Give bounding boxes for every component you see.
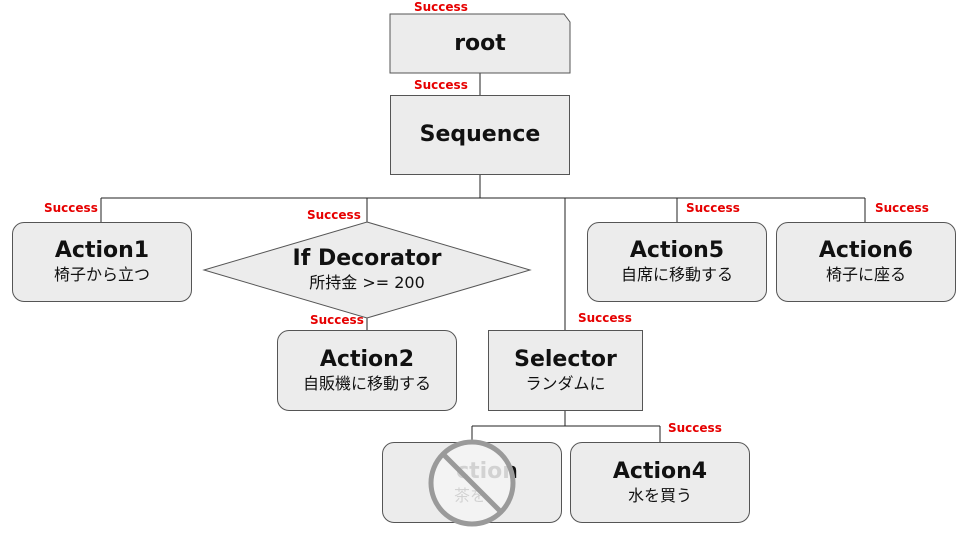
- action6-title: Action6: [818, 238, 914, 263]
- root-node[interactable]: root: [390, 14, 570, 73]
- status-decorator: Success: [307, 208, 361, 222]
- action4-node[interactable]: Action4 水を買う: [570, 442, 750, 523]
- decorator-diamond: [202, 221, 532, 319]
- action1-node[interactable]: Action1 椅子から立つ: [12, 222, 192, 302]
- prohibited-icon: [428, 439, 516, 527]
- action5-title: Action5: [629, 238, 725, 263]
- action1-title: Action1: [54, 238, 150, 263]
- status-action1: Success: [44, 201, 98, 215]
- sequence-node[interactable]: Sequence: [390, 95, 570, 175]
- decorator-node[interactable]: If Decorator 所持金 >= 200: [230, 240, 504, 300]
- action5-node[interactable]: Action5 自席に移動する: [587, 222, 767, 302]
- action6-subtitle: 椅子に座る: [825, 265, 906, 284]
- action2-subtitle: 自販機に移動する: [302, 373, 431, 393]
- status-action2: Success: [310, 313, 364, 327]
- status-selector: Success: [578, 311, 632, 325]
- action4-subtitle: 水を買う: [627, 485, 692, 505]
- status-action5: Success: [686, 201, 740, 215]
- action1-subtitle: 椅子から立つ: [53, 265, 150, 284]
- status-action4: Success: [668, 421, 722, 435]
- action6-node[interactable]: Action6 椅子に座る: [776, 222, 956, 302]
- action2-node[interactable]: Action2 自販機に移動する: [277, 330, 457, 411]
- action5-subtitle: 自席に移動する: [620, 265, 733, 284]
- root-shape: [389, 13, 571, 74]
- status-root: Success: [414, 0, 468, 14]
- decorator-condition: 所持金 >= 200: [309, 273, 425, 292]
- status-sequence: Success: [414, 78, 468, 92]
- root-title: root: [454, 30, 506, 56]
- selector-node[interactable]: Selector ランダムに: [488, 330, 643, 411]
- status-action6: Success: [875, 201, 929, 215]
- sequence-title: Sequence: [419, 122, 541, 147]
- decorator-title: If Decorator: [292, 246, 442, 271]
- selector-title: Selector: [514, 346, 617, 372]
- selector-subtitle: ランダムに: [525, 373, 606, 393]
- action4-title: Action4: [612, 458, 708, 484]
- action2-title: Action2: [319, 346, 415, 372]
